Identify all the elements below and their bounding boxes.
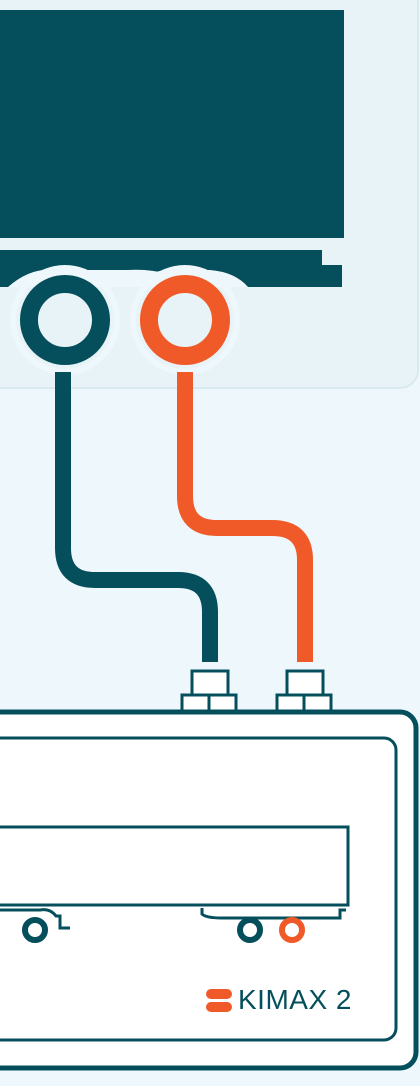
connector-left: [182, 671, 236, 711]
trailer-body: [0, 10, 344, 238]
kimax-logo-icon: [206, 989, 232, 1012]
mini-trailer-body: [0, 827, 348, 905]
brand-name: KIMAX 2: [238, 986, 352, 1014]
connector-right: [277, 671, 331, 711]
kimax-brand: KIMAX 2: [206, 986, 352, 1014]
